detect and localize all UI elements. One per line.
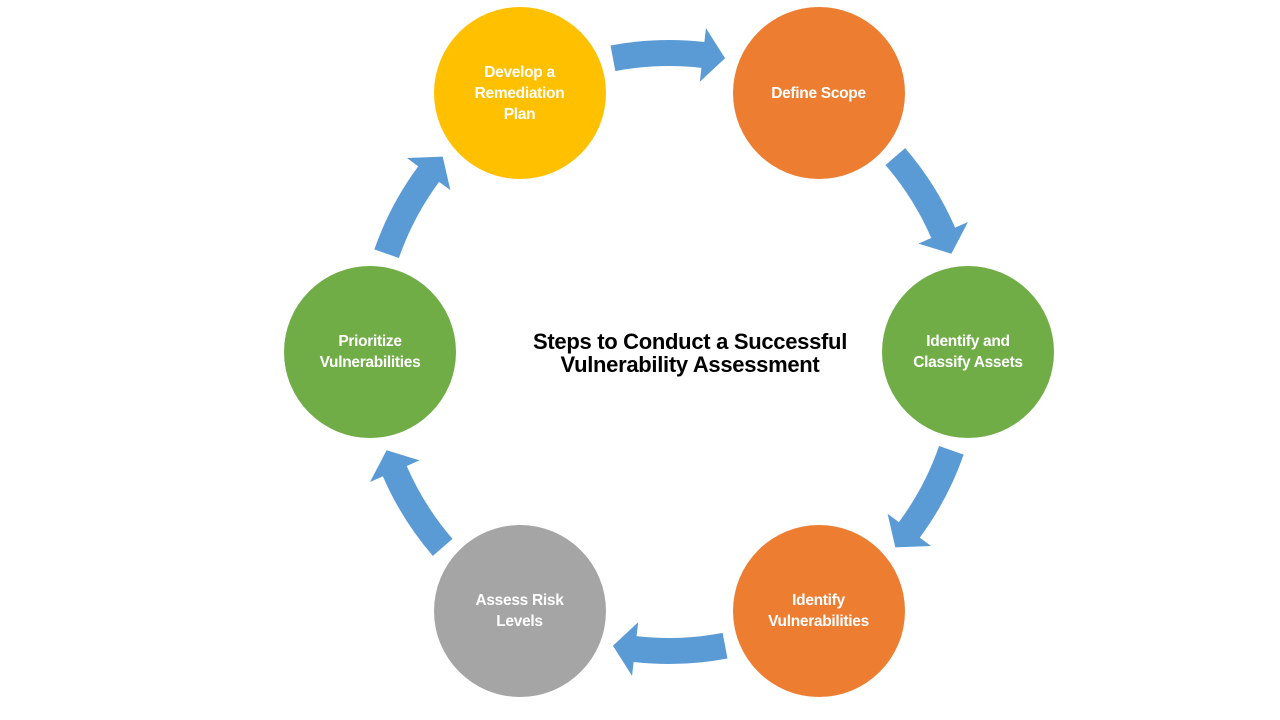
- flow-arrow-1: [885, 148, 968, 254]
- step-label: Identify Vulnerabilities: [768, 591, 869, 630]
- flow-arrow-2: [887, 446, 964, 548]
- title-line-2: Vulnerability Assessment: [560, 352, 820, 377]
- step-label: Define Scope: [771, 84, 866, 102]
- step-prioritize-vulnerabilities: Prioritize Vulnerabilities: [284, 266, 456, 438]
- step-label: Prioritize Vulnerabilities: [319, 333, 421, 371]
- step-identify-vulnerabilities: Identify Vulnerabilities: [732, 524, 905, 697]
- step-label: Assess Risk Levels: [475, 591, 564, 630]
- diagram-title: Steps to Conduct a Successful Vulnerabil…: [500, 330, 880, 376]
- flow-arrow-4: [370, 450, 453, 556]
- step-label: Identify and Classify Assets: [913, 333, 1023, 371]
- flow-arrow-5: [374, 156, 451, 258]
- step-identify-classify-assets: Identify and Classify Assets: [882, 266, 1054, 438]
- flow-arrow-3: [612, 622, 728, 676]
- step-assess-risk-levels: Assess Risk Levels: [433, 524, 606, 697]
- step-label: Develop a Remediation Plan: [474, 63, 565, 123]
- title-line-1: Steps to Conduct a Successful: [532, 329, 848, 354]
- step-develop-remediation-plan: Develop a Remediation Plan: [433, 7, 606, 180]
- step-define-scope: Define Scope: [732, 7, 905, 180]
- flow-arrow-6: [610, 28, 726, 82]
